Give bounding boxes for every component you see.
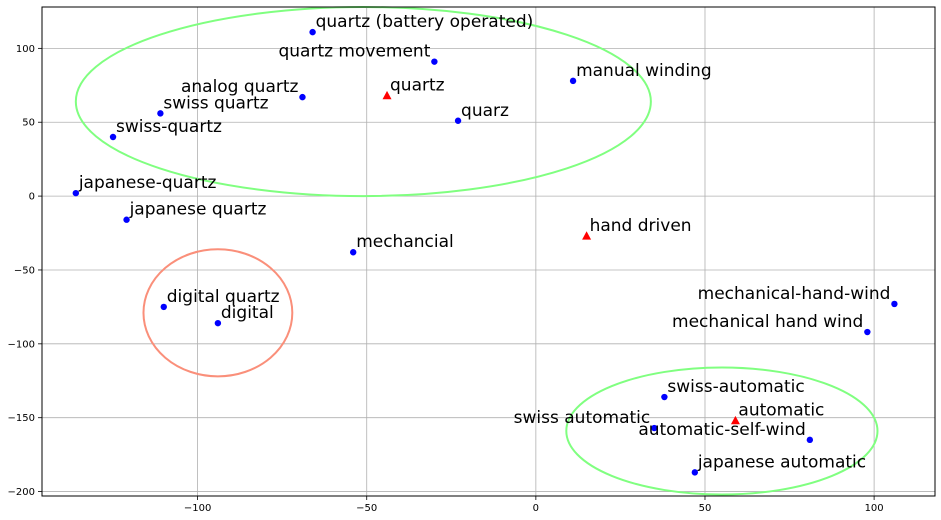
point-label: automatic [738, 401, 824, 421]
x-tick-label: −100 [184, 503, 211, 514]
x-tick-label: 100 [865, 503, 884, 514]
data-point [72, 189, 80, 197]
centroid-marker [582, 231, 592, 240]
data-point [864, 328, 871, 336]
x-tick-label: −50 [356, 503, 377, 514]
point-label: digital [221, 303, 274, 323]
point-label: swiss quartz [163, 93, 268, 113]
data-point [309, 28, 316, 36]
point-label: analog quartz [181, 77, 299, 97]
x-tick-label: 0 [533, 503, 539, 514]
data-point [109, 133, 117, 141]
point-label: japanese automatic [697, 452, 866, 472]
data-point [651, 424, 658, 432]
point-label: swiss automatic [514, 408, 651, 428]
data-point [454, 117, 462, 124]
point-label: quartz [390, 76, 445, 96]
cluster-ellipse [565, 366, 879, 496]
data-point [349, 249, 357, 256]
point-label: quarz [461, 101, 509, 121]
point-label: automatic-self-wind [638, 420, 806, 440]
y-tick-label: 50 [22, 118, 35, 129]
y-tick-label: 100 [16, 44, 35, 55]
data-point [214, 319, 222, 327]
data-point [806, 436, 814, 444]
point-label: mechanical-hand-wind [698, 284, 891, 304]
point-label: digital quartz [167, 287, 280, 307]
y-tick-label: −200 [8, 487, 35, 498]
y-tick-label: −50 [14, 265, 35, 276]
cluster-ellipse [74, 6, 652, 198]
y-tick-label: 0 [29, 192, 35, 203]
centroid-marker [730, 415, 740, 425]
point-labels: quartz (battery operated) quartz movement… [78, 12, 891, 472]
y-tick-label: −100 [8, 339, 35, 350]
centroid-marker [382, 90, 392, 100]
data-point [123, 216, 130, 223]
data-point [569, 77, 577, 85]
point-label: mechanical hand wind [672, 312, 863, 332]
grid-lines [42, 7, 935, 496]
point-label: quartz movement [278, 42, 430, 62]
point-label: manual winding [576, 61, 712, 81]
axes-frame [41, 6, 936, 497]
data-point [157, 110, 164, 117]
data-point [661, 393, 668, 401]
data-point [299, 93, 306, 101]
point-label: mechancial [356, 232, 454, 252]
cluster-ellipse [142, 248, 294, 378]
point-label: swiss-quartz [116, 117, 222, 137]
point-label: swiss-automatic [667, 377, 804, 397]
x-tick-label: 50 [699, 503, 712, 514]
point-label: quartz (battery operated) [316, 12, 534, 32]
y-tick-label: −150 [8, 413, 35, 424]
data-point [431, 58, 438, 65]
point-label: japanese-quartz [78, 173, 217, 193]
data-point [691, 469, 699, 476]
data-markers [72, 28, 898, 476]
point-label: hand driven [590, 216, 692, 236]
axis-ticks: −100 −50 0 50 100 100 50 0 −50 −100 −150 −200 [8, 44, 884, 514]
point-label: japanese quartz [129, 200, 267, 220]
data-point [891, 300, 898, 308]
data-point [160, 303, 167, 311]
